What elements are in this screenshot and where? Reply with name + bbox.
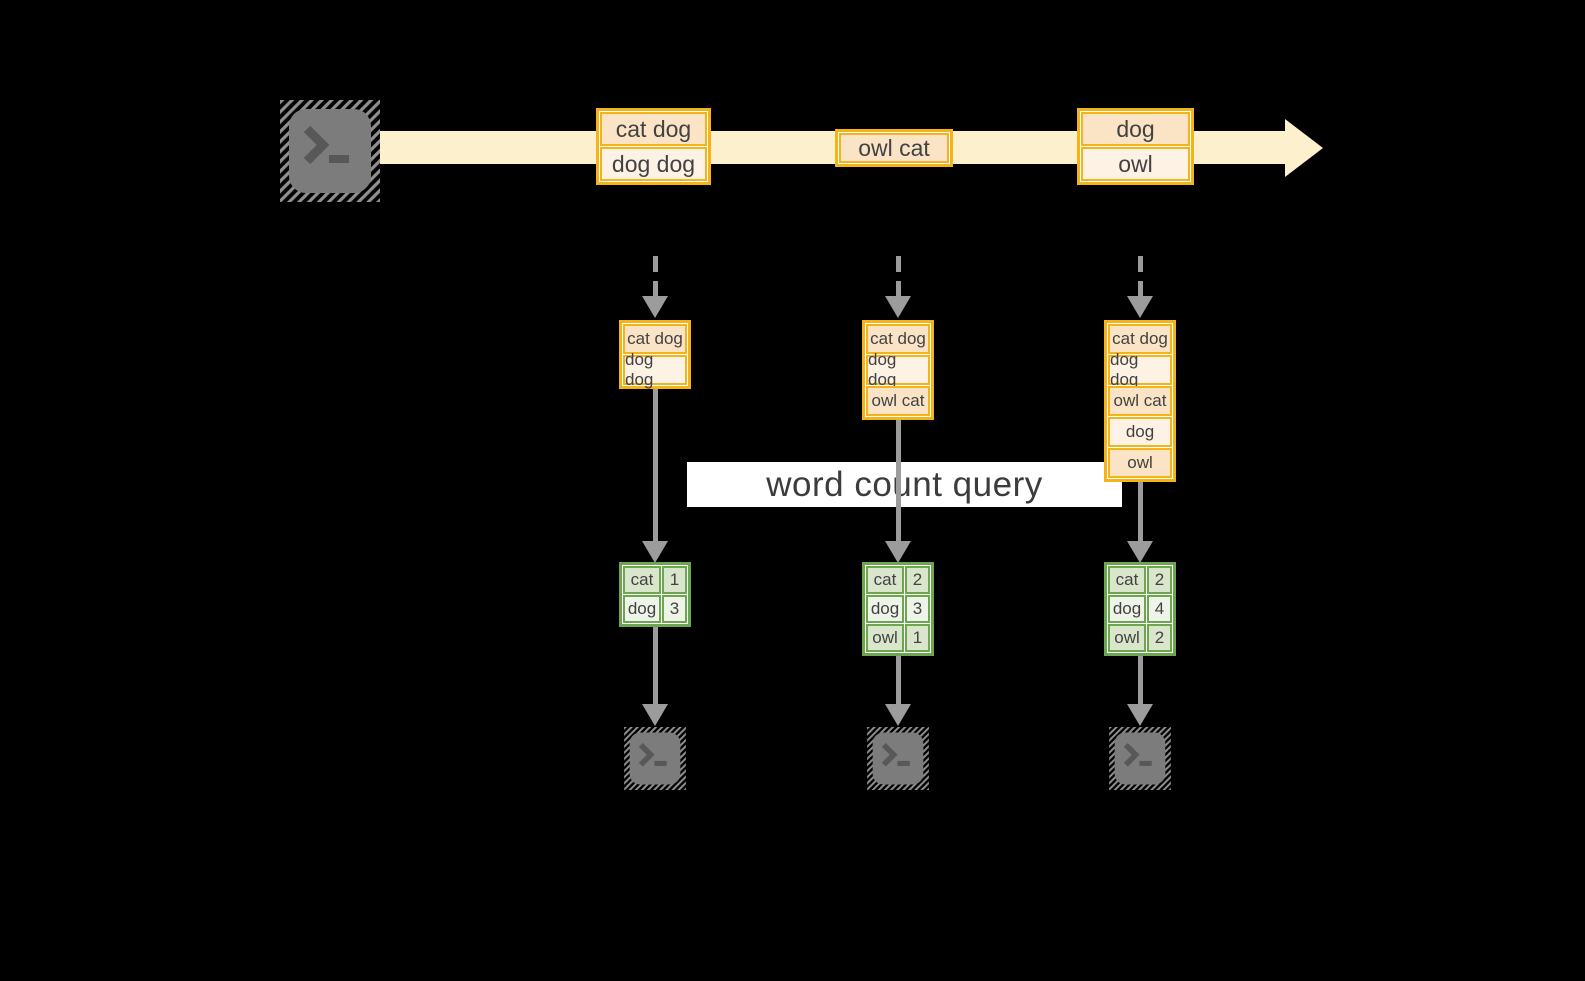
sink-terminal-icon-3 <box>1109 727 1171 790</box>
count-table-3: cat 2 dog 4 owl 2 <box>1104 562 1176 656</box>
state-cell: cat dog <box>623 324 687 354</box>
count-table-2: cat 2 dog 3 owl 1 <box>862 562 934 656</box>
count-table-1: cat 1 dog 3 <box>619 562 691 627</box>
query-arrowhead-icon-1 <box>642 541 668 563</box>
word-cell: cat <box>623 566 661 594</box>
query-arrowhead-icon-3 <box>1127 541 1153 563</box>
message-line: dog dog <box>600 147 707 181</box>
stream-message-box-3: dog owl <box>1077 108 1194 185</box>
sink-terminal-icon-2 <box>867 727 929 790</box>
query-arrow-line-1 <box>653 388 658 541</box>
word-cell: owl <box>866 624 904 652</box>
state-cell: dog dog <box>1108 350 1172 389</box>
ingest-arrowhead-icon-2 <box>885 296 911 318</box>
stream-message-box-1: cat dog dog dog <box>596 108 711 185</box>
stream-message-box-2: owl cat <box>835 129 953 167</box>
state-cell: cat dog <box>866 324 930 354</box>
ingest-arrowhead-icon-1 <box>642 296 668 318</box>
message-line: owl <box>1081 147 1190 181</box>
state-cell: dog dog <box>866 350 930 389</box>
state-stack-3: cat dog dog dog owl cat dog owl <box>1104 320 1176 482</box>
word-cell: cat <box>866 566 904 594</box>
state-cell: cat dog <box>1108 324 1172 354</box>
count-cell: 3 <box>662 595 687 623</box>
query-arrow-line-3 <box>1138 481 1143 541</box>
state-cell: dog dog <box>623 350 687 389</box>
count-cell: 1 <box>662 566 687 594</box>
stream-arrowhead-icon <box>1285 119 1323 177</box>
query-label: word count query <box>687 462 1122 507</box>
query-arrowhead-icon-2 <box>885 541 911 563</box>
output-arrowhead-icon-1 <box>642 704 668 726</box>
word-cell: dog <box>866 595 904 623</box>
count-cell: 2 <box>1147 566 1172 594</box>
count-cell: 3 <box>905 595 930 623</box>
state-cell: dog <box>1108 417 1172 447</box>
state-stack-2: cat dog dog dog owl cat <box>862 320 934 420</box>
word-cell: owl <box>1108 624 1146 652</box>
output-arrow-line-1 <box>653 626 658 704</box>
message-line: dog <box>1081 112 1190 146</box>
output-arrow-line-2 <box>896 655 901 704</box>
state-cell: owl cat <box>1108 386 1172 416</box>
word-cell: dog <box>1108 595 1146 623</box>
count-cell: 2 <box>1147 624 1172 652</box>
count-cell: 2 <box>905 566 930 594</box>
count-cell: 1 <box>905 624 930 652</box>
ingest-arrow-line-3 <box>1138 256 1143 296</box>
output-arrow-line-3 <box>1138 655 1143 704</box>
output-arrowhead-icon-3 <box>1127 704 1153 726</box>
source-terminal-icon <box>280 100 380 202</box>
count-cell: 4 <box>1147 595 1172 623</box>
ingest-arrow-line-1 <box>653 256 658 296</box>
state-cell: owl cat <box>866 386 930 416</box>
ingest-arrow-line-2 <box>896 256 901 296</box>
state-cell: owl <box>1108 448 1172 478</box>
sink-terminal-icon-1 <box>624 727 686 790</box>
message-line: owl cat <box>839 133 949 163</box>
output-arrowhead-icon-2 <box>885 704 911 726</box>
word-cell: cat <box>1108 566 1146 594</box>
state-stack-1: cat dog dog dog <box>619 320 691 389</box>
query-arrow-line-2 <box>896 419 901 541</box>
word-cell: dog <box>623 595 661 623</box>
ingest-arrowhead-icon-3 <box>1127 296 1153 318</box>
message-line: cat dog <box>600 112 707 146</box>
